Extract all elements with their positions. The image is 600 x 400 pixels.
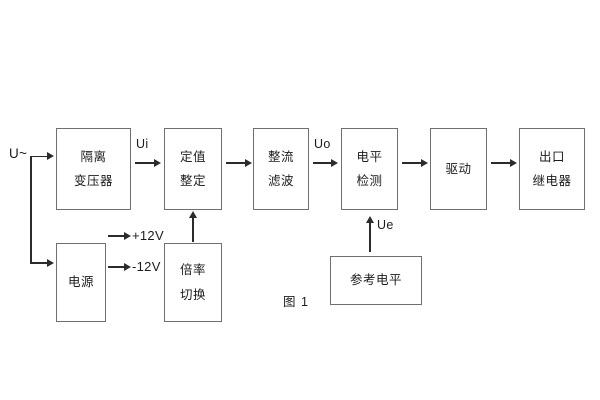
block-setting-value[interactable]: 定值 整定 <box>164 128 222 210</box>
arrowhead-drive-to-relay <box>510 158 517 167</box>
block-output-relay[interactable]: 出口 继电器 <box>519 128 585 210</box>
signal-label-ue: Ue <box>377 218 394 232</box>
block-drive[interactable]: 驱动 <box>430 128 487 210</box>
connector-input-to-power <box>30 262 48 264</box>
arrowhead-level-to-drive <box>421 158 428 167</box>
connector-setting-to-rectify <box>226 162 247 164</box>
connector-rail-negative <box>108 266 126 268</box>
block-rectify-filter-line-2: 滤波 <box>267 174 294 188</box>
rail-label-positive: +12V <box>132 228 164 243</box>
block-reference-level[interactable]: 参考电平 <box>330 256 422 305</box>
block-rectify-filter-line-1: 整流 <box>267 149 294 164</box>
rail-label-negative: -12V <box>132 259 161 274</box>
connector-rectify-to-level <box>313 162 334 164</box>
connector-ratio-to-setting <box>192 216 194 242</box>
block-ratio-switch[interactable]: 倍率 切换 <box>164 243 222 322</box>
connector-reference-to-level <box>369 222 371 252</box>
arrowhead-rectify-to-level <box>331 158 338 167</box>
connector-isolation-to-setting <box>135 162 156 164</box>
arrowhead-input-to-power <box>47 258 54 267</box>
signal-label-ui: Ui <box>136 137 149 151</box>
block-ratio-switch-line-2: 切换 <box>179 287 206 302</box>
arrowhead-isolation-to-setting <box>154 158 161 167</box>
block-output-relay-line-2: 继电器 <box>532 174 572 188</box>
signal-label-uo: Uo <box>314 137 331 151</box>
block-setting-value-line-1: 定值 <box>179 149 206 164</box>
block-drive-line-1: 驱动 <box>445 161 472 176</box>
arrowhead-rail-positive <box>124 231 131 240</box>
connector-input-to-isolation <box>30 155 48 157</box>
block-level-detect-line-2: 检测 <box>356 174 383 188</box>
block-reference-level-line-1: 参考电平 <box>349 273 402 288</box>
input-bus-vertical <box>30 155 32 264</box>
block-power-supply-line-1: 电源 <box>67 275 94 290</box>
arrowhead-setting-to-rectify <box>245 158 252 167</box>
block-level-detect-line-1: 电平 <box>356 149 383 164</box>
input-source-label: U~ <box>9 146 28 161</box>
block-power-supply[interactable]: 电源 <box>56 243 106 322</box>
connector-rail-positive <box>108 235 126 237</box>
block-output-relay-line-1: 出口 <box>538 149 565 164</box>
arrowhead-rail-negative <box>124 262 131 271</box>
block-ratio-switch-line-1: 倍率 <box>179 263 206 278</box>
block-isolation-transformer[interactable]: 隔离 变压器 <box>56 128 131 210</box>
figure-caption: 图 1 <box>283 295 309 309</box>
arrowhead-input-to-isolation <box>47 152 54 160</box>
connector-level-to-drive <box>402 162 423 164</box>
connector-drive-to-relay <box>491 162 512 164</box>
block-setting-value-line-2: 整定 <box>179 174 206 188</box>
block-rectify-filter[interactable]: 整流 滤波 <box>253 128 309 210</box>
block-isolation-transformer-line-1: 隔离 <box>80 149 107 164</box>
arrowhead-reference-to-level <box>365 216 374 223</box>
block-level-detect[interactable]: 电平 检测 <box>341 128 398 210</box>
arrowhead-ratio-to-setting <box>188 211 197 218</box>
block-isolation-transformer-line-2: 变压器 <box>73 174 113 188</box>
